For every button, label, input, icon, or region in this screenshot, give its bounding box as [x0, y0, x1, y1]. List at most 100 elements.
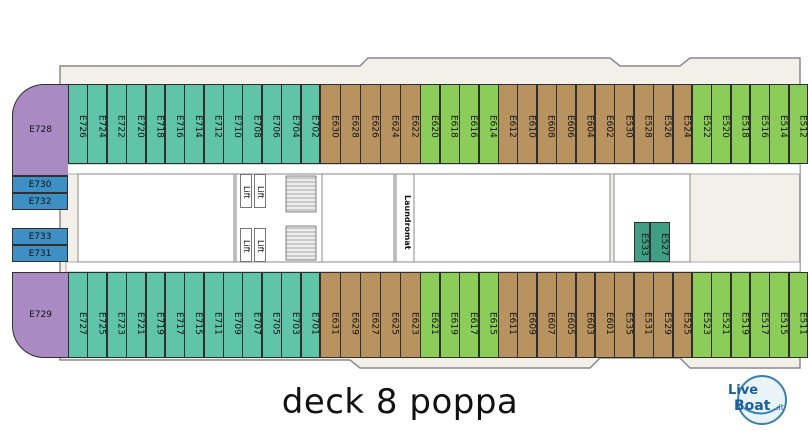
laundromat-label-box: Laundromat: [398, 190, 412, 254]
stairs-bottom: [285, 225, 317, 261]
cabin-label: E610: [526, 114, 537, 138]
cabin-e705[interactable]: E705: [261, 272, 282, 358]
cabin-e711[interactable]: E711: [203, 272, 224, 358]
cabin-e529[interactable]: E529: [653, 272, 674, 358]
cabin-e527[interactable]: E527: [650, 222, 670, 262]
cabin-e602[interactable]: E602: [595, 84, 615, 164]
cabin-e718[interactable]: E718: [145, 84, 166, 164]
cabin-e524[interactable]: E524: [672, 84, 693, 164]
cabin-e628[interactable]: E628: [340, 84, 361, 164]
cabin-e609[interactable]: E609: [517, 272, 538, 358]
cabin-e528[interactable]: E528: [633, 84, 654, 164]
cabin-label: E622: [409, 114, 420, 138]
cabin-e625[interactable]: E625: [380, 272, 401, 358]
cabin-e714[interactable]: E714: [184, 84, 205, 164]
cabin-e703[interactable]: E703: [281, 272, 302, 358]
cabin-e516[interactable]: E516: [750, 84, 770, 164]
cabin-e533[interactable]: E533: [634, 222, 650, 262]
cabin-e710[interactable]: E710: [223, 84, 243, 164]
cabin-e624[interactable]: E624: [380, 84, 401, 164]
cabin-label: E614: [487, 114, 498, 138]
cabin-e716[interactable]: E716: [164, 84, 185, 164]
cabin-e631[interactable]: E631: [320, 272, 341, 358]
cabin-e728[interactable]: E728: [12, 84, 68, 176]
cabin-e623[interactable]: E623: [400, 272, 421, 358]
cabin-e731[interactable]: E731: [12, 245, 68, 262]
cabin-e530[interactable]: E530: [614, 84, 635, 164]
cabin-e618[interactable]: E618: [439, 84, 460, 164]
cabin-e720[interactable]: E720: [126, 84, 147, 164]
cabin-e614[interactable]: E614: [478, 84, 499, 164]
cabin-e626[interactable]: E626: [360, 84, 381, 164]
cabin-e707[interactable]: E707: [242, 272, 263, 358]
cabin-e704[interactable]: E704: [281, 84, 302, 164]
cabin-e701[interactable]: E701: [300, 272, 321, 358]
cabin-e708[interactable]: E708: [242, 84, 263, 164]
cabin-e521[interactable]: E521: [711, 272, 732, 358]
cabin-e617[interactable]: E617: [459, 272, 479, 358]
cabin-label: E603: [584, 311, 595, 335]
cabin-e535[interactable]: E535: [614, 272, 635, 358]
cabin-e522[interactable]: E522: [692, 84, 712, 164]
cabin-e604[interactable]: E604: [575, 84, 596, 164]
cabin-label: E517: [758, 311, 769, 335]
cabin-e520[interactable]: E520: [711, 84, 732, 164]
cabin-e606[interactable]: E606: [556, 84, 577, 164]
cabin-e627[interactable]: E627: [360, 272, 381, 358]
cabin-e630[interactable]: E630: [320, 84, 341, 164]
cabin-e610[interactable]: E610: [517, 84, 538, 164]
cabin-e732[interactable]: E732: [12, 193, 68, 210]
cabin-e517[interactable]: E517: [750, 272, 770, 358]
cabin-e726[interactable]: E726: [68, 84, 88, 164]
cabin-e607[interactable]: E607: [536, 272, 557, 358]
cabin-e723[interactable]: E723: [106, 272, 127, 358]
svg-text:.it: .it: [776, 403, 784, 412]
cabin-e512[interactable]: E512: [788, 84, 808, 164]
cabin-e733[interactable]: E733: [12, 228, 68, 245]
cabin-e724[interactable]: E724: [87, 84, 108, 164]
cabin-e616[interactable]: E616: [459, 84, 479, 164]
cabin-label: E724: [96, 114, 107, 138]
cabin-e611[interactable]: E611: [498, 272, 518, 358]
cabin-label: E523: [700, 311, 711, 335]
cabin-e511[interactable]: E511: [788, 272, 808, 358]
cabin-e533-label: E533: [639, 232, 649, 256]
cabin-e729[interactable]: E729: [12, 272, 68, 358]
cabin-e725[interactable]: E725: [87, 272, 108, 358]
cabin-e712[interactable]: E712: [203, 84, 224, 164]
cabin-e622[interactable]: E622: [400, 84, 421, 164]
cabin-e531[interactable]: E531: [633, 272, 654, 358]
cabin-label: E521: [720, 311, 731, 335]
cabin-e709[interactable]: E709: [223, 272, 243, 358]
cabin-e514[interactable]: E514: [769, 84, 790, 164]
cabin-label: E629: [349, 311, 360, 335]
cabin-label: E701: [309, 311, 320, 335]
cabin-e526[interactable]: E526: [653, 84, 674, 164]
cabin-e608[interactable]: E608: [536, 84, 557, 164]
cabin-e621[interactable]: E621: [420, 272, 440, 358]
cabin-label: E515: [778, 311, 789, 335]
cabin-e515[interactable]: E515: [769, 272, 790, 358]
cabin-e612[interactable]: E612: [498, 84, 518, 164]
cabin-e629[interactable]: E629: [340, 272, 361, 358]
cabin-e715[interactable]: E715: [184, 272, 205, 358]
cabin-e722[interactable]: E722: [106, 84, 127, 164]
lift-4-label: Lift: [256, 239, 265, 253]
cabin-e620[interactable]: E620: [420, 84, 440, 164]
cabin-e525[interactable]: E525: [672, 272, 693, 358]
cabin-e702[interactable]: E702: [300, 84, 321, 164]
cabin-e603[interactable]: E603: [575, 272, 596, 358]
cabin-e615[interactable]: E615: [478, 272, 499, 358]
cabin-e730[interactable]: E730: [12, 176, 68, 193]
cabin-e619[interactable]: E619: [439, 272, 460, 358]
cabin-e721[interactable]: E721: [126, 272, 147, 358]
cabin-e519[interactable]: E519: [730, 272, 751, 358]
cabin-e727[interactable]: E727: [68, 272, 88, 358]
cabin-e706[interactable]: E706: [261, 84, 282, 164]
cabin-e523[interactable]: E523: [692, 272, 712, 358]
cabin-e601[interactable]: E601: [595, 272, 615, 358]
cabin-e605[interactable]: E605: [556, 272, 577, 358]
cabin-e717[interactable]: E717: [164, 272, 185, 358]
cabin-e719[interactable]: E719: [145, 272, 166, 358]
cabin-e518[interactable]: E518: [730, 84, 751, 164]
